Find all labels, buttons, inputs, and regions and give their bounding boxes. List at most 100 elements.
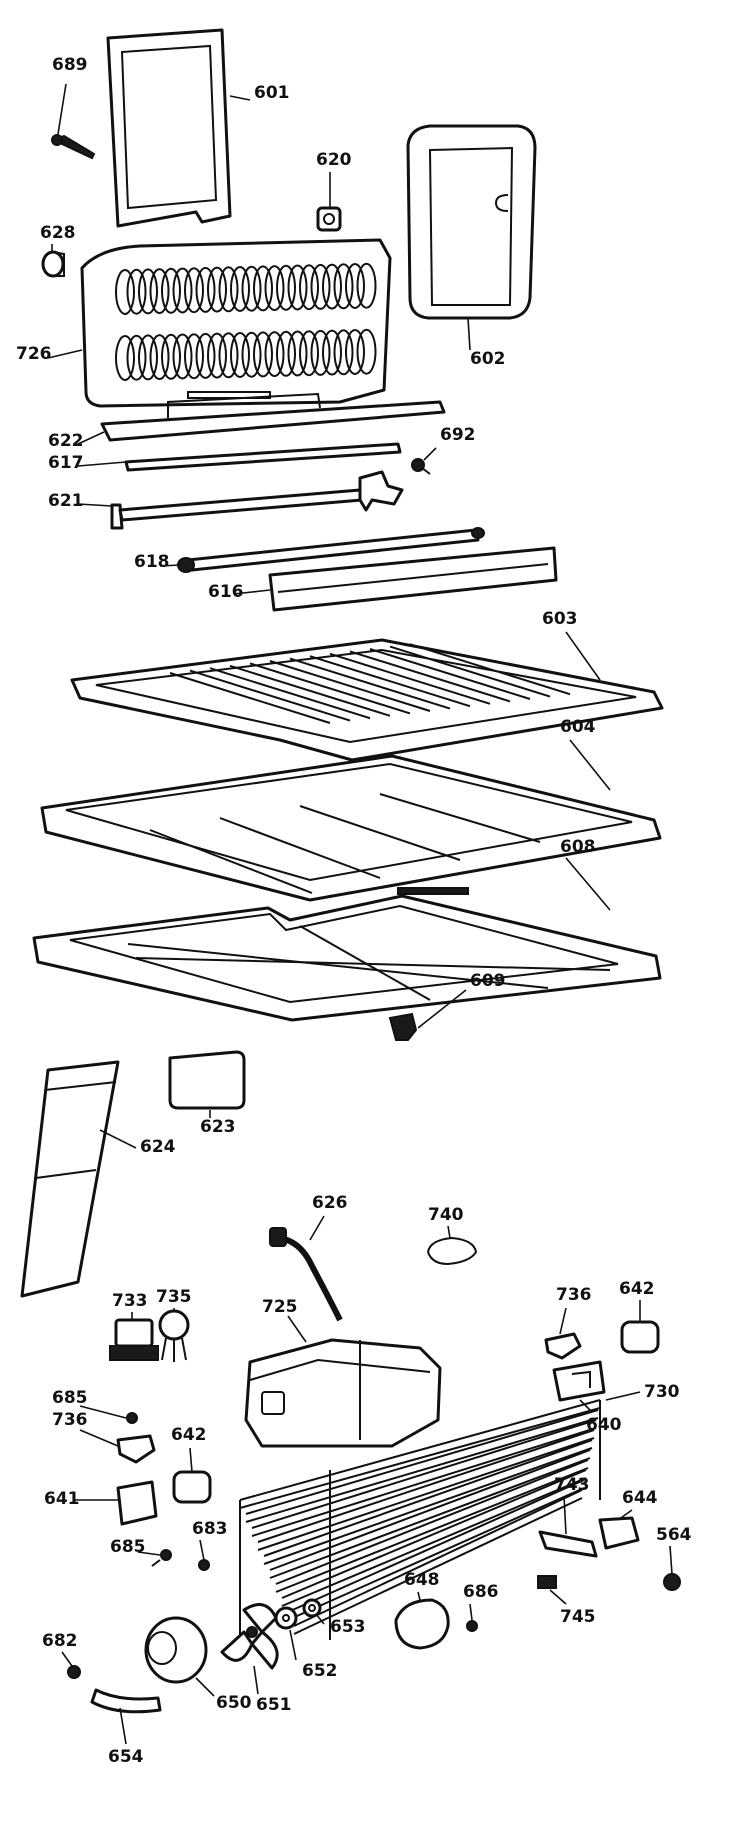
part-685-screw-upper [126,1412,138,1424]
coil-loop [230,332,250,378]
callout-leader [137,1551,161,1556]
callout-labels: 6016026036046086096166176186206216226236… [16,55,692,1767]
condenser-tube [269,1457,591,1579]
callout-leader [289,1629,297,1661]
callout-leader [77,461,127,467]
condenser-tube [239,1407,601,1509]
callout-leader [253,1665,259,1695]
part-653-washer [302,1598,322,1618]
callout-leader [447,1225,451,1239]
part-628-plug [41,250,65,278]
coil-loop [241,265,262,312]
callout-leader [47,349,83,359]
callout-leader [617,1509,633,1521]
callout-621: 621 [48,491,84,511]
callout-608: 608 [560,837,596,857]
callout-601: 601 [254,83,290,103]
coil-loop [310,263,331,310]
part-618-rod [177,527,485,573]
callout-725: 725 [262,1297,298,1317]
part-683-screw [198,1559,210,1571]
shelf-wire [389,645,551,698]
shelf-wire [189,669,351,722]
callout-624: 624 [140,1137,176,1157]
part-736-bracket-lower [116,1434,156,1464]
callout-564: 564 [656,1525,692,1545]
condenser-tube [287,1487,585,1621]
callout-628: 628 [40,223,76,243]
condenser-tube [269,1449,591,1571]
part-564-bolt [663,1573,681,1591]
callout-leader [229,95,251,101]
coil-loop [138,334,158,381]
coil-loop [161,333,181,380]
evaporator-coils [115,262,377,381]
callout-leader [469,1603,473,1621]
coil-loop [287,330,308,377]
coil-loop [345,329,365,375]
shelf-wire [289,657,451,710]
part-626-cord [269,1227,343,1322]
part-726-evaporator [80,238,392,408]
coil-loop [356,262,377,309]
coil-loop [218,332,239,379]
callout-626: 626 [312,1193,348,1213]
coil-loop [333,263,354,310]
condenser-coils [239,1399,601,1650]
callout-653: 653 [330,1617,366,1637]
shelf-wire [349,650,511,703]
callout-648: 648 [404,1570,440,1590]
coil-loop [345,263,365,309]
callout-leader [605,1391,641,1401]
shelf-wire [369,648,531,700]
part-617-bar [124,442,402,472]
callout-leader [549,1589,567,1605]
part-622-tray [100,392,446,442]
condenser-tube [257,1437,595,1551]
callout-leader [79,1429,119,1447]
callout-609: 609 [470,971,506,991]
condenser-tube [239,1399,601,1501]
callout-leader [77,431,105,445]
callout-leader [423,447,437,461]
callout-618: 618 [134,552,170,572]
callout-leader [579,1399,593,1413]
callout-652: 652 [302,1661,338,1681]
coil-loop [184,267,204,314]
callout-leader [189,1447,193,1473]
coil-loop [310,329,331,376]
coil-loop [195,266,216,313]
condenser-tube [245,1417,599,1523]
coil-loop [149,268,170,315]
callout-leader [309,1215,325,1241]
condenser-tube [263,1439,593,1557]
callout-685: 685 [52,1388,88,1408]
coil-loop [322,263,342,310]
callout-622: 622 [48,431,84,451]
coil-loop [138,268,158,315]
callout-642: 642 [619,1279,655,1299]
part-652-washer [274,1606,298,1630]
condenser-tube [251,1427,597,1537]
condenser-tube [287,1479,585,1613]
callout-leader [417,1591,421,1601]
condenser-tube [293,1489,583,1627]
coil-loop [115,269,135,315]
callout-683: 683 [192,1519,228,1539]
part-621-support [110,470,404,530]
callout-650: 650 [216,1693,252,1713]
shelf-wire [409,643,571,696]
callout-leader [417,989,467,1029]
condenser-tube [263,1447,593,1565]
part-640-bracket [552,1360,606,1402]
callout-620: 620 [316,150,352,170]
callout-685: 685 [110,1537,146,1557]
part-686-screw [466,1620,478,1632]
callout-leader [159,564,181,567]
callout-644: 644 [622,1488,658,1508]
callout-602: 602 [470,349,506,369]
callout-leader [315,1613,325,1625]
part-654-bracket [90,1688,162,1714]
part-641-bracket [116,1480,158,1526]
